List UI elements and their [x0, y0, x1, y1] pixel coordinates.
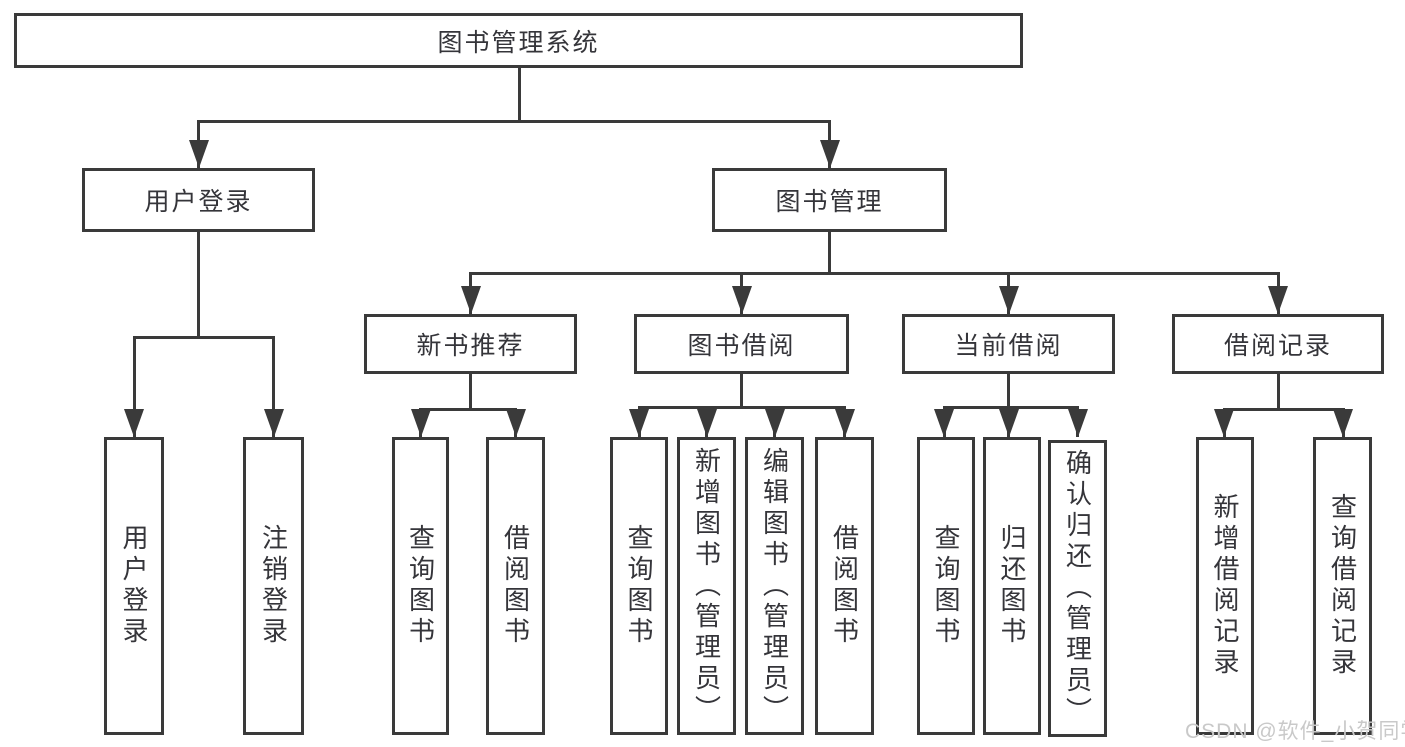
node-root-library-system: 图书管理系统 — [14, 13, 1023, 68]
connector-userlogin-drop — [197, 232, 200, 336]
node-book-borrow: 图书借阅 — [634, 314, 849, 374]
node-current-borrow: 当前借阅 — [902, 314, 1115, 374]
connector-root-drop — [517, 68, 521, 120]
leaf-current-confirm-return-admin: 确认归还（管理员） — [1048, 440, 1107, 737]
node-book-management: 图书管理 — [712, 168, 947, 232]
arrowhead-bb-edit — [764, 409, 785, 437]
connector-bookborrow-drop — [740, 374, 743, 406]
arrowhead-bb-query — [629, 409, 649, 437]
leaf-borrow-borrow-books: 借阅图书 — [815, 437, 874, 735]
arrowhead-bb-add — [696, 409, 717, 437]
arrowhead-leaf-user-login — [124, 409, 144, 437]
arrowhead-book-mgmt — [819, 140, 840, 168]
leaf-current-query-books: 查询图书 — [917, 437, 975, 735]
arrowhead-new-book-rec — [460, 286, 481, 314]
connector-newbookrec-drop — [469, 374, 472, 408]
leaf-records-add-record: 新增借阅记录 — [1196, 437, 1254, 735]
leaf-records-query-record: 查询借阅记录 — [1313, 437, 1372, 735]
connector-currentborrow-drop — [1007, 374, 1010, 406]
leaf-borrow-edit-books-admin: 编辑图书（管理员） — [745, 437, 804, 735]
connector-borrowrecords-drop — [1276, 374, 1280, 408]
node-new-book-recommend: 新书推荐 — [364, 314, 577, 374]
arrowhead-cb-query — [934, 409, 954, 437]
arrowhead-current-borrow — [998, 286, 1019, 314]
arrowhead-book-borrow — [731, 286, 752, 314]
leaf-borrow-add-books-admin: 新增图书（管理员） — [677, 437, 736, 735]
leaf-current-return-books: 归还图书 — [983, 437, 1041, 735]
connector-newbookrec-bus — [419, 408, 517, 411]
arrowhead-bb-borrow — [834, 409, 855, 437]
leaf-logout: 注销登录 — [243, 437, 304, 735]
node-user-login: 用户登录 — [82, 168, 315, 232]
connector-level2-bus — [197, 120, 831, 123]
arrowhead-nb-borrow — [505, 409, 526, 437]
arrowhead-cb-confirm — [1067, 409, 1088, 437]
arrowhead-br-query — [1333, 409, 1353, 437]
arrowhead-br-add — [1214, 409, 1234, 437]
connector-borrowrecords-bus — [1222, 408, 1345, 411]
arrowhead-borrow-records — [1268, 286, 1288, 314]
connector-bookborrow-bus — [637, 406, 846, 409]
leaf-user-login: 用户登录 — [104, 437, 164, 735]
connector-currentborrow-bus — [942, 406, 1079, 409]
leaf-newbook-query-books: 查询图书 — [392, 437, 449, 735]
arrowhead-leaf-logout — [263, 409, 284, 437]
csdn-watermark: CSDN @软件_小贺同学 — [1185, 720, 1405, 743]
connector-level3-bus — [469, 272, 1280, 275]
connector-arm-leaf-user-login — [132, 336, 136, 437]
leaf-newbook-borrow-books: 借阅图书 — [486, 437, 545, 735]
connector-userlogin-bus — [132, 336, 275, 339]
connector-bookmgmt-drop — [828, 232, 831, 272]
connector-arm-leaf-logout — [272, 336, 275, 437]
node-borrow-records: 借阅记录 — [1172, 314, 1384, 374]
arrowhead-user-login — [188, 140, 209, 168]
leaf-borrow-query-books: 查询图书 — [610, 437, 668, 735]
arrowhead-nb-query — [410, 409, 431, 437]
arrowhead-cb-return — [998, 409, 1019, 437]
